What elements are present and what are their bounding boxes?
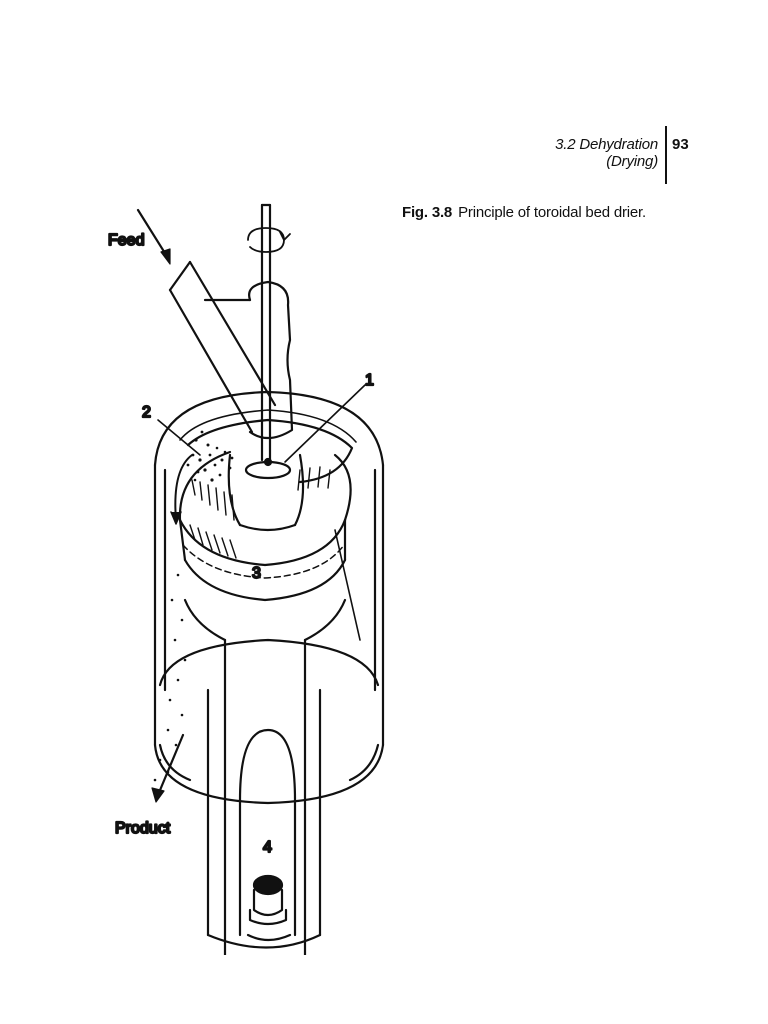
air-duct <box>206 638 322 955</box>
figure-label: Fig. 3.8 <box>402 204 453 221</box>
header-rule <box>665 126 667 184</box>
label-product: Product <box>115 820 171 837</box>
toroidal-bed-drier-figure: Feed Product 1 2 3 4 <box>90 195 400 955</box>
rotating-shaft <box>247 203 291 462</box>
funnel <box>183 598 347 642</box>
leader-line-2 <box>157 419 201 456</box>
label-4: 4 <box>263 839 272 856</box>
distributor-cone <box>227 453 305 532</box>
burner <box>248 874 288 926</box>
particles <box>153 430 234 782</box>
running-head: 3.2 Dehydration (Drying) <box>555 136 658 170</box>
feed-pipe <box>168 260 294 440</box>
flow-arrow <box>170 454 193 525</box>
leader-line-1 <box>284 384 366 463</box>
label-2: 2 <box>142 404 151 421</box>
product-arrow-icon <box>151 733 185 803</box>
rim-ring <box>186 418 354 484</box>
toroidal-bowl <box>178 450 352 602</box>
figure-caption: Fig. 3.8 Principle of toroidal bed drier. <box>402 204 732 221</box>
figure-caption-text: Principle of toroidal bed drier. <box>458 204 646 221</box>
label-feed: Feed <box>108 232 144 249</box>
page-number: 93 <box>672 136 689 153</box>
feed-arrow-icon <box>136 208 171 265</box>
rotation-arrow-icon <box>247 227 285 253</box>
label-3: 3 <box>252 565 261 582</box>
label-1: 1 <box>365 372 374 389</box>
leader-line-right <box>334 529 361 641</box>
